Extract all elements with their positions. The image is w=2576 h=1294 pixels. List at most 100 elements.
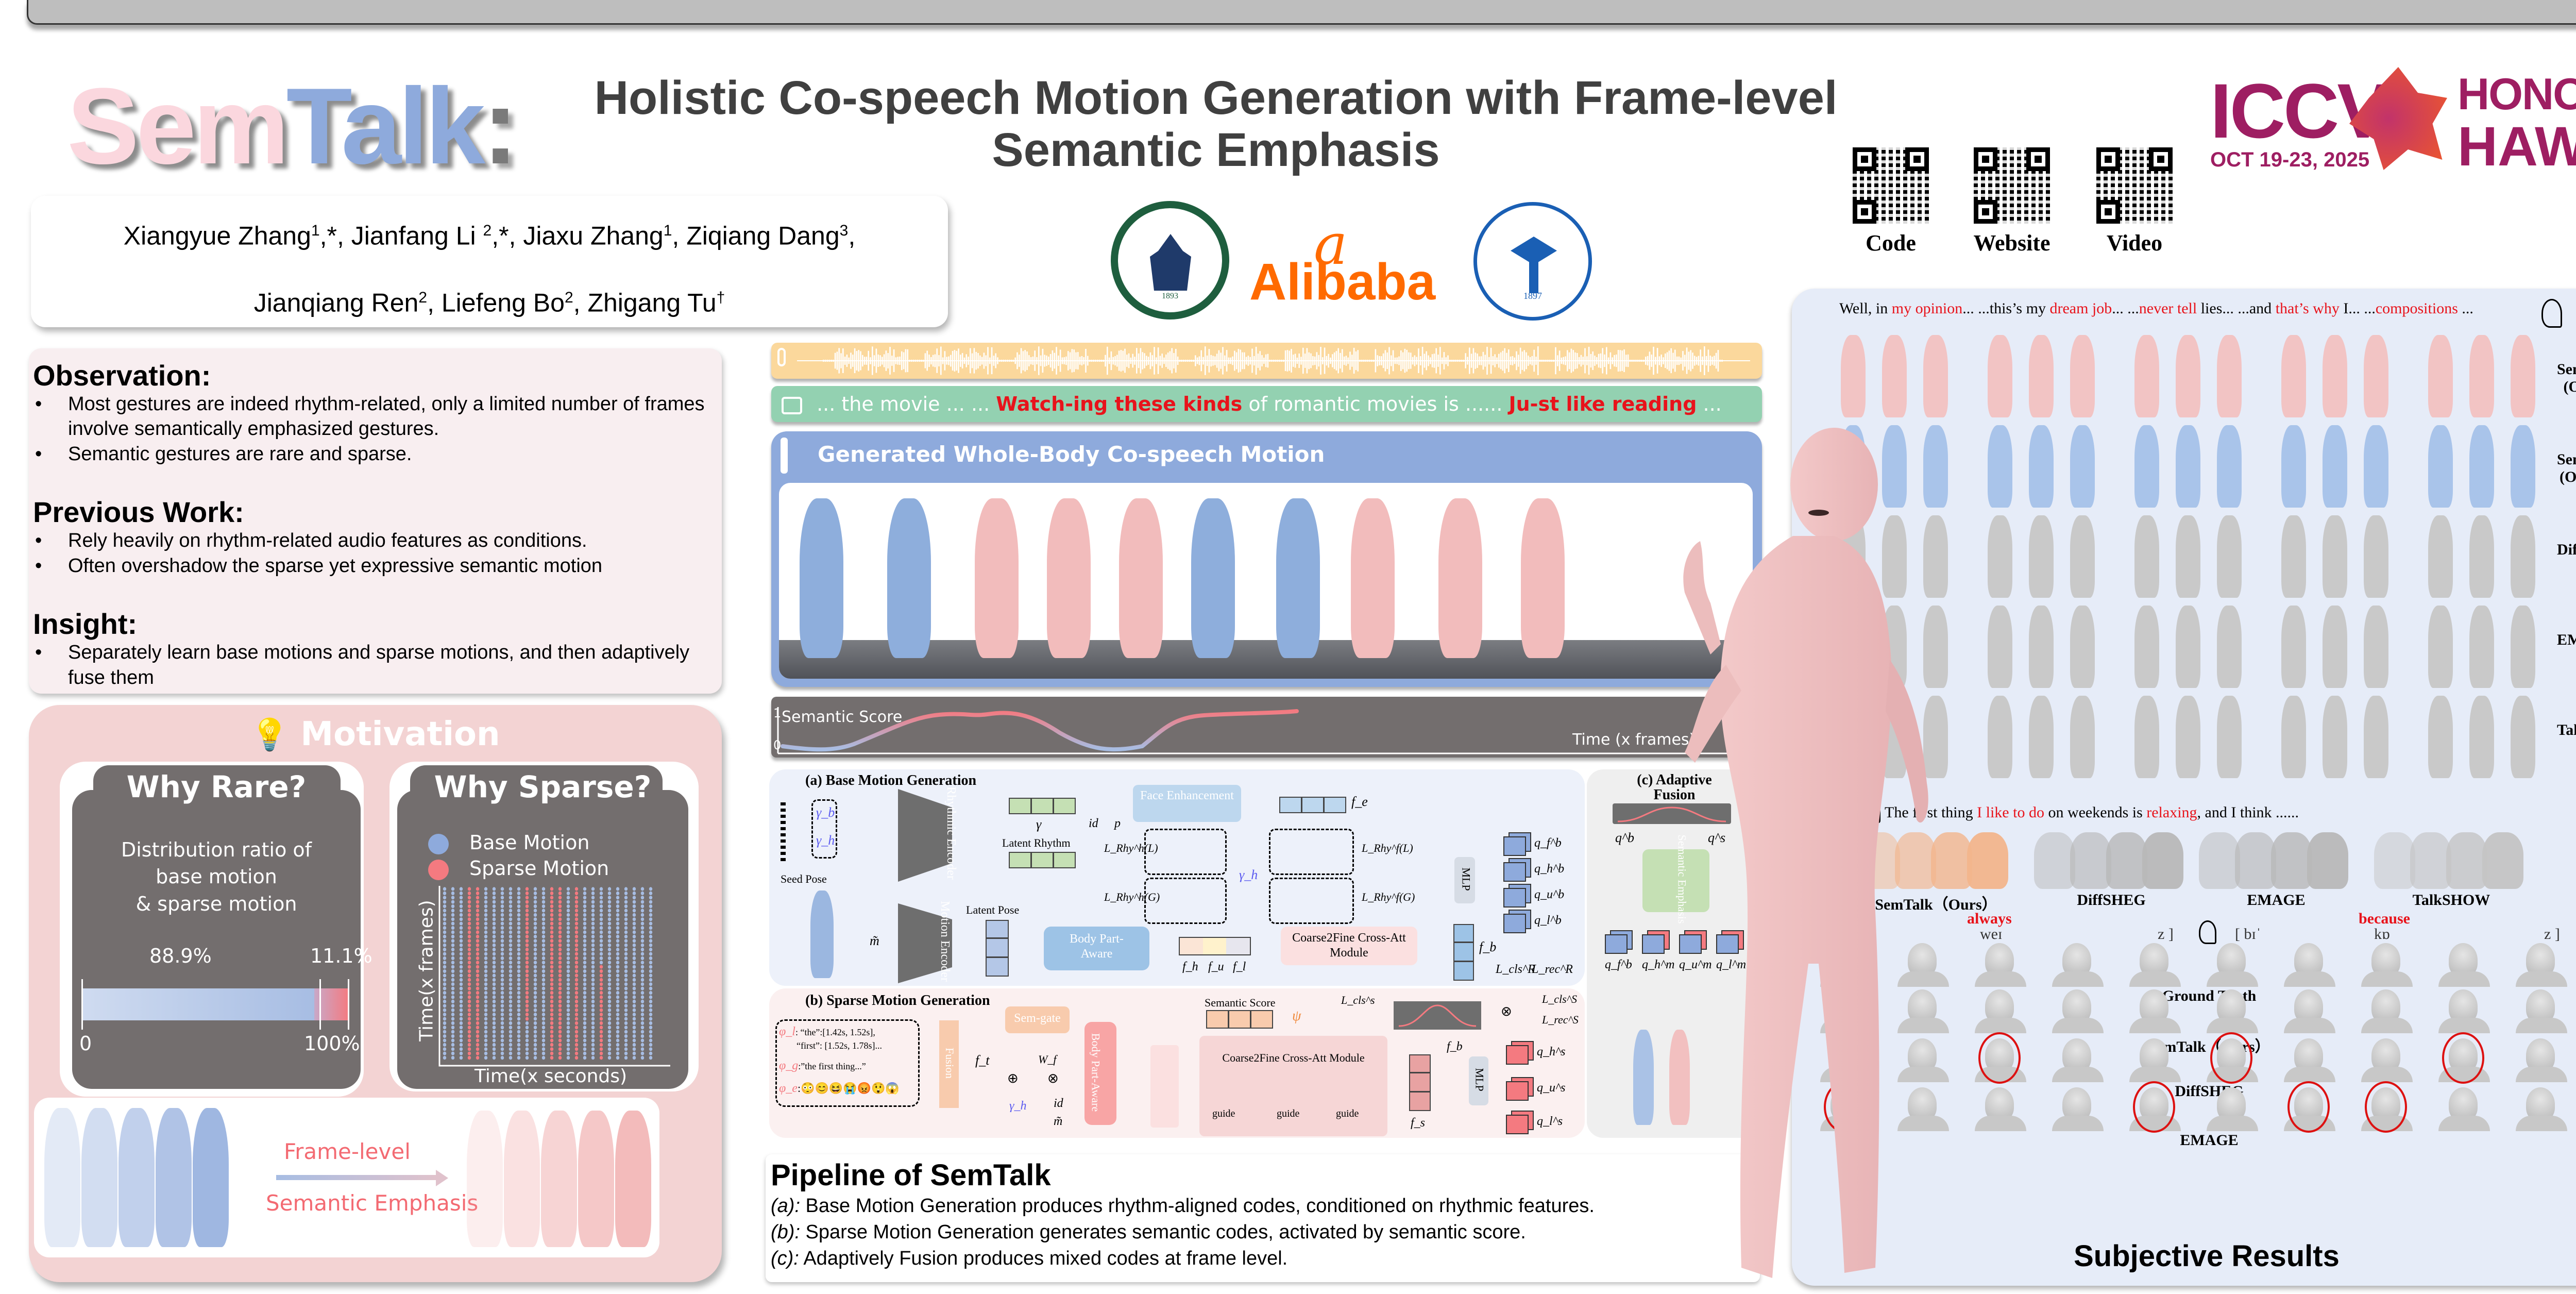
- score-label: Semantic Score: [782, 708, 903, 726]
- motion-dot: [591, 991, 595, 995]
- motion-dot: [500, 1034, 504, 1038]
- motion-dot: [459, 973, 463, 978]
- face-shoulder: [2207, 971, 2258, 987]
- qr-code-icon[interactable]: [1850, 144, 1932, 227]
- motion-dot: [509, 956, 513, 960]
- motion-dot: [550, 887, 554, 891]
- body-part-aware-b-label: Body Part-Aware: [1089, 1033, 1103, 1112]
- motion-dot: [566, 900, 570, 904]
- semantic-score-block: [1206, 1010, 1273, 1029]
- motion-dot: [591, 995, 595, 999]
- motion-dot: [484, 1008, 488, 1012]
- waveform-bar: [1061, 357, 1063, 364]
- qr-website-link[interactable]: Website: [1968, 144, 2056, 256]
- legend-sparse-label: Sparse Motion: [469, 857, 609, 880]
- motion-dot: [525, 900, 529, 904]
- motion-dot: [583, 1026, 587, 1030]
- oplus-icon: ⊕: [1007, 1071, 1019, 1086]
- waveform-bar: [1238, 349, 1240, 373]
- motion-dot: [517, 1051, 521, 1055]
- pipeline-text: Adaptively Fusion produces mixed codes a…: [799, 1248, 1288, 1270]
- motion-dot: [533, 952, 537, 956]
- motion-dot: [541, 991, 546, 995]
- motion-dot: [574, 1013, 579, 1017]
- motion-dot: [533, 1021, 537, 1025]
- motion-dot: [476, 969, 480, 973]
- motion-dot: [459, 978, 463, 982]
- waveform-bar: [1065, 356, 1067, 365]
- waveform-bar: [1668, 350, 1670, 371]
- motion-dot: [566, 917, 570, 921]
- waveform-bar: [1514, 357, 1515, 364]
- waveform-bar: [1371, 360, 1372, 362]
- qr-video-link[interactable]: Video: [2091, 144, 2178, 256]
- waveform-bar: [1412, 357, 1414, 365]
- motion-dot: [517, 1004, 521, 1008]
- motion-dot: [492, 1043, 496, 1047]
- result-figure: [2281, 606, 2306, 688]
- loss-cls-s: L_cls^S: [1542, 993, 1577, 1005]
- waveform-bar: [1144, 353, 1145, 368]
- motion-dot: [500, 952, 504, 956]
- generated-motion-panel: Generated Whole-Body Co-speech Motion: [771, 431, 1762, 687]
- waveform-bar: [1694, 356, 1696, 366]
- waveform-bar: [1600, 353, 1602, 368]
- waveform-bar: [1279, 360, 1280, 362]
- motion-dot: [541, 939, 546, 943]
- waveform-bar: [1633, 360, 1635, 362]
- waveform-bar: [1572, 350, 1574, 372]
- motion-dot: [591, 1047, 595, 1051]
- motion-dot: [607, 926, 612, 930]
- motion-dot: [492, 917, 496, 921]
- motion-dot: [649, 1038, 653, 1043]
- motion-dot: [632, 991, 636, 995]
- motion-dot: [632, 926, 636, 930]
- motion-dot: [476, 891, 480, 895]
- motion-dot: [640, 991, 645, 995]
- waveform-bar: [1198, 356, 1200, 365]
- motion-dot: [492, 969, 496, 973]
- semantic-score-panel: 1 0 Semantic Score Time (x frames): [771, 697, 1762, 758]
- waveform-bar: [1234, 350, 1235, 371]
- score-x-label: Time (x frames): [1572, 731, 1696, 749]
- phi-g: φ_g: [779, 1059, 799, 1072]
- qr-code-icon[interactable]: [2093, 144, 2176, 227]
- waveform-bar: [1240, 349, 1241, 372]
- motion-dot: [607, 978, 612, 982]
- base-percent-label: 88.9%: [149, 945, 212, 967]
- motion-dot: [566, 948, 570, 952]
- observation-panel: Observation: Most gestures are indeed rh…: [29, 348, 722, 694]
- motion-dot: [517, 1013, 521, 1017]
- motion-dot: [500, 887, 504, 891]
- motion-dot: [509, 1004, 513, 1008]
- face-shoulder: [1820, 1067, 1872, 1082]
- motion-dot: [541, 948, 546, 952]
- motion-dot: [533, 961, 537, 965]
- motion-dot: [533, 1030, 537, 1034]
- motion-dot: [591, 1034, 595, 1038]
- motion-dot: [492, 973, 496, 978]
- result-figure: [1841, 425, 1866, 508]
- waveform-bar: [856, 351, 858, 371]
- motion-dot: [607, 965, 612, 969]
- motion-dot: [574, 1056, 579, 1060]
- result-figure: [2323, 515, 2347, 598]
- waveform-bar: [1100, 360, 1103, 362]
- closeup-figure: [1931, 832, 1972, 889]
- pipeline-b-title: (b) Sparse Motion Generation: [805, 993, 990, 1009]
- motion-dot: [583, 917, 587, 921]
- motion-dot: [541, 986, 546, 990]
- motion-dot: [467, 900, 471, 904]
- motion-dot: [492, 909, 496, 913]
- motion-dot: [492, 1026, 496, 1030]
- motion-dot: [517, 991, 521, 995]
- group-label: EMAGE: [2247, 892, 2306, 909]
- qr-code-icon[interactable]: [1971, 144, 2053, 227]
- motion-dot: [649, 1056, 653, 1060]
- motion-dot: [517, 973, 521, 978]
- waveform-bar: [1391, 355, 1392, 366]
- waveform-bar: [1063, 357, 1065, 364]
- motion-dot: [443, 1008, 447, 1012]
- result-figure: [2029, 335, 2054, 417]
- qr-code-link[interactable]: Code: [1847, 144, 1935, 256]
